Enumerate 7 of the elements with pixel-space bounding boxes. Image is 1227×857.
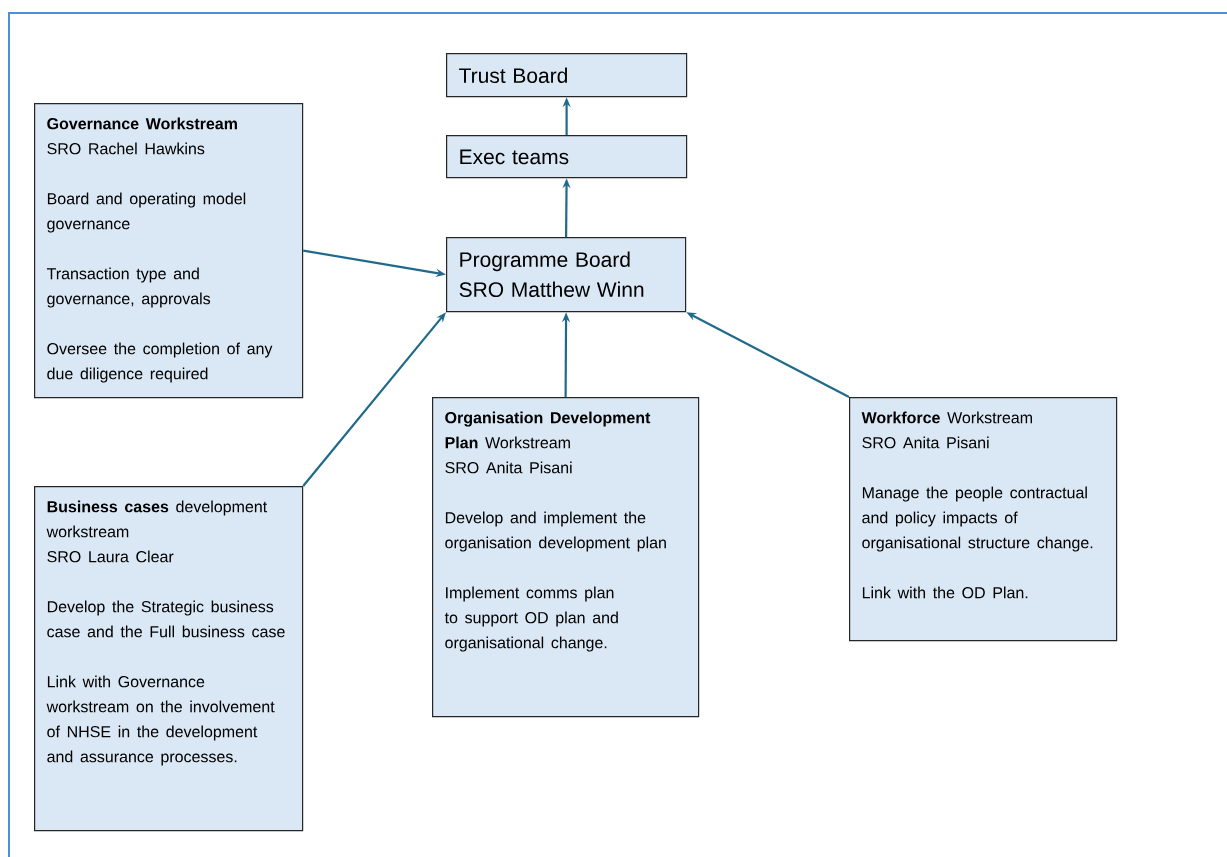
workstream-box: Business cases development workstream SRO Laura Clear Develop the Strategic business case and the Full business case Link with Governance workstream on the involvement of NHSE in the development and assurance processes. [34,486,304,832]
board-box: Exec teams [446,135,688,179]
workstream-box: Workforce Workstream SRO Anita Pisani Manage the people contractual and policy impacts of organisational structure change. Link with the OD Plan. [849,397,1118,642]
board-box: Trust Board [446,53,688,98]
workstream-box: Governance Workstream SRO Rachel Hawkins Board and operating model governance Transaction type and governance, approvals Oversee the completion of any due diligence required [34,103,304,399]
workstream-box: Organisation Development Plan Workstream SRO Anita Pisani Develop and implement the organisation development plan Implement comms plan to support OD plan and organisational change. [432,397,700,718]
board-box: Programme Board SRO Matthew Winn [446,237,687,313]
